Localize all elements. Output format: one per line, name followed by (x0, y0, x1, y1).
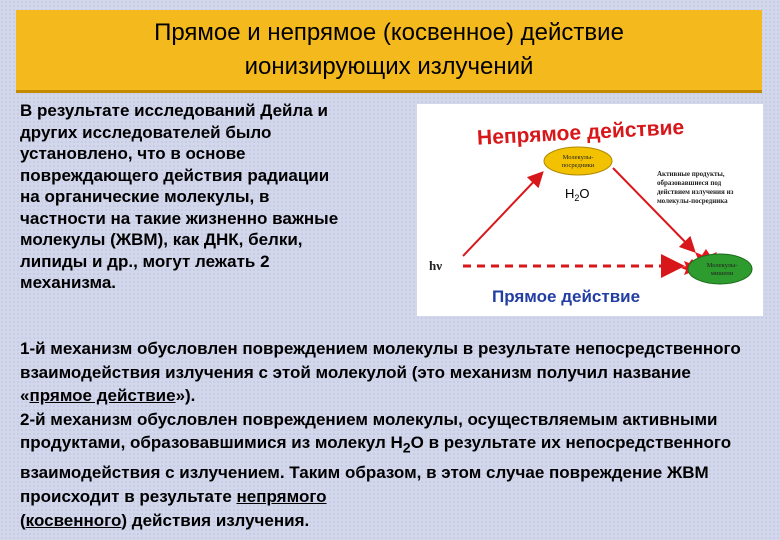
target-label-2: мишени (711, 270, 734, 277)
direct-action-label: Прямое действие (492, 287, 640, 306)
target-label-1: Молекулы- (707, 262, 738, 269)
intermediary-molecule-node (543, 146, 613, 176)
mechanism-diagram: Непрямое действие Молекулы- посредники H… (417, 104, 763, 316)
intermediary-label-2: посредники (562, 162, 595, 169)
active-products-line-3: действием излучения из (657, 188, 734, 196)
diagram-svg: Непрямое действие Молекулы- посредники H… (429, 116, 753, 306)
active-products-line-2: образовавшиеся под (657, 179, 722, 187)
indirect-action-label: Непрямое действие (476, 116, 684, 150)
intermediary-label-1: Молекулы- (563, 154, 594, 161)
slide-title: Прямое и непрямое (косвенное) действие и… (154, 19, 624, 80)
direct-action-term: прямое действие (29, 386, 176, 406)
intro-text: В результате исследований Дейла и других… (20, 101, 339, 292)
active-products-line-4: молекулы-посредника (657, 197, 728, 205)
mechanism-1-paragraph: 1-й механизм обусловлен повреждением мол… (20, 339, 741, 406)
water-formula: H2O (565, 186, 590, 203)
kosvennogo-term: косвенного (25, 510, 122, 530)
target-molecule-node (687, 253, 753, 285)
active-products-line-1: Активные продукты, (657, 170, 725, 178)
body-text: 1-й механизм обусловлен повреждением мол… (20, 337, 765, 532)
indirect-term: непрямого (236, 486, 327, 506)
arrow-radiation-to-intermediary (462, 171, 544, 257)
hv-symbol: hν (429, 258, 442, 273)
mechanism-2-paragraph: 2-й механизм обусловлен повреждением мол… (20, 409, 732, 530)
title-bar: Прямое и непрямое (косвенное) действие и… (16, 10, 762, 93)
arrow-intermediary-to-target (612, 167, 696, 253)
